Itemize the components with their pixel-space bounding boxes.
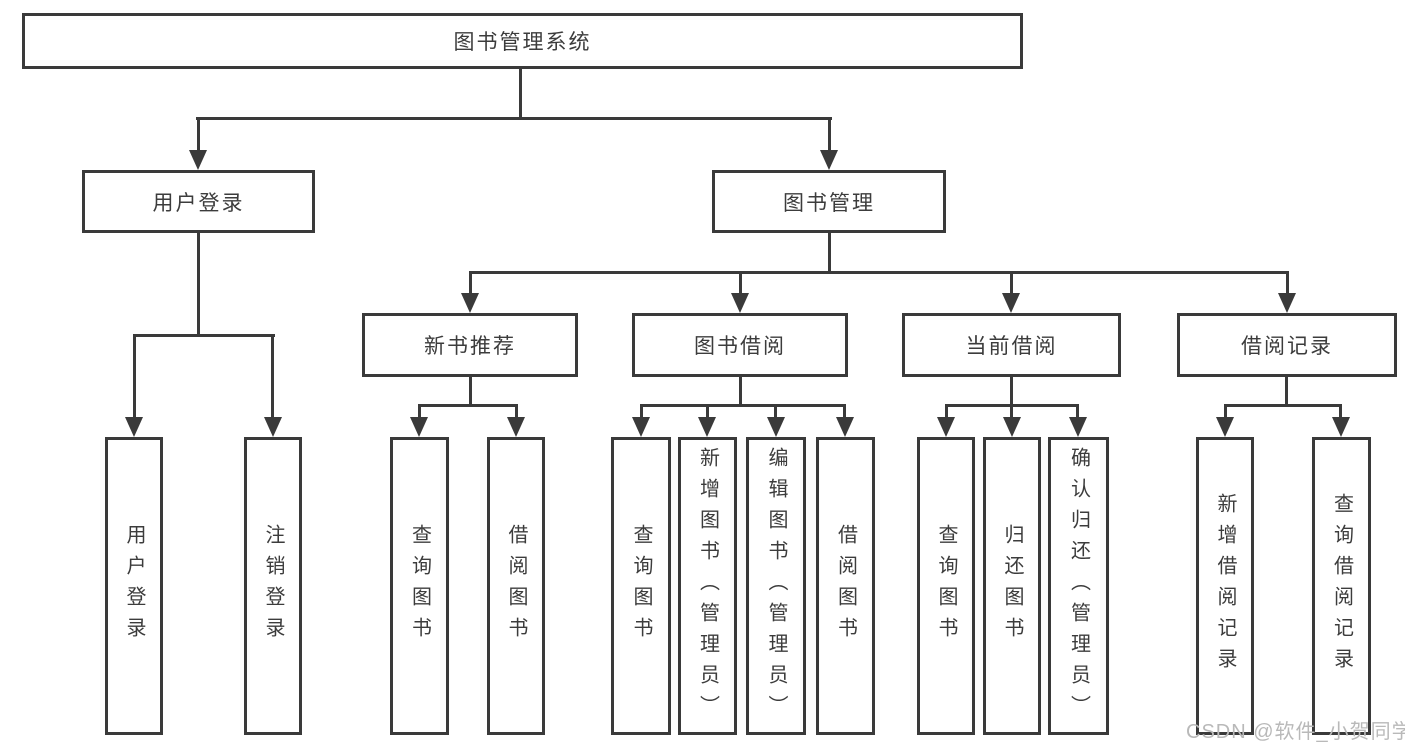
arrow-down-icon bbox=[410, 417, 428, 437]
connector-line bbox=[515, 404, 518, 420]
connector-line bbox=[196, 117, 832, 120]
arrow-down-icon bbox=[1278, 293, 1296, 313]
node-user-login: 用户登录 bbox=[82, 170, 315, 233]
node-book-borrowing: 图书借阅 bbox=[632, 313, 848, 377]
node-borrowing-records: 借阅记录 bbox=[1177, 313, 1397, 377]
connector-line bbox=[418, 404, 421, 420]
connector-line bbox=[640, 404, 846, 407]
connector-line bbox=[469, 271, 472, 296]
arrow-down-icon bbox=[1332, 417, 1350, 437]
connector-line bbox=[706, 404, 709, 420]
arrow-down-icon bbox=[731, 293, 749, 313]
connector-line bbox=[133, 334, 275, 337]
leaf-query-books-2: 查询图书 bbox=[611, 437, 671, 735]
leaf-confirm-return-admin: 确认归还（管理员） bbox=[1048, 437, 1109, 735]
leaf-borrow-books-1: 借阅图书 bbox=[487, 437, 545, 735]
watermark: CSDN @软件_小贺同学 bbox=[1186, 721, 1405, 743]
connector-line bbox=[469, 377, 472, 407]
connector-line bbox=[1286, 271, 1289, 296]
connector-line bbox=[1010, 271, 1013, 296]
connector-line bbox=[418, 404, 518, 407]
connector-line bbox=[640, 404, 643, 420]
arrow-down-icon bbox=[1003, 417, 1021, 437]
arrow-down-icon bbox=[189, 150, 207, 170]
leaf-return-books: 归还图书 bbox=[983, 437, 1041, 735]
leaf-query-books-3: 查询图书 bbox=[917, 437, 975, 735]
arrow-down-icon bbox=[1002, 293, 1020, 313]
leaf-edit-books-admin: 编辑图书（管理员） bbox=[746, 437, 806, 735]
connector-line bbox=[1224, 404, 1227, 420]
arrow-down-icon bbox=[507, 417, 525, 437]
connector-line bbox=[828, 233, 831, 273]
arrow-down-icon bbox=[767, 417, 785, 437]
connector-line bbox=[133, 334, 136, 419]
connector-line bbox=[843, 404, 846, 420]
connector-line bbox=[739, 377, 742, 407]
leaf-user-login: 用户登录 bbox=[105, 437, 163, 735]
leaf-query-borrow-record: 查询借阅记录 bbox=[1312, 437, 1371, 735]
node-new-book-recommendation: 新书推荐 bbox=[362, 313, 578, 377]
arrow-down-icon bbox=[125, 417, 143, 437]
connector-line bbox=[1076, 404, 1079, 420]
arrow-down-icon bbox=[632, 417, 650, 437]
arrow-down-icon bbox=[820, 150, 838, 170]
node-root: 图书管理系统 bbox=[22, 13, 1023, 69]
connector-line bbox=[1010, 404, 1013, 420]
leaf-logout: 注销登录 bbox=[244, 437, 302, 735]
leaf-add-borrow-record: 新增借阅记录 bbox=[1196, 437, 1254, 735]
connector-line bbox=[1285, 377, 1288, 407]
arrow-down-icon bbox=[264, 417, 282, 437]
connector-line bbox=[1010, 377, 1013, 407]
connector-line bbox=[945, 404, 948, 420]
connector-line bbox=[519, 69, 522, 118]
arrow-down-icon bbox=[698, 417, 716, 437]
connector-line bbox=[1339, 404, 1342, 420]
connector-line bbox=[197, 117, 200, 151]
arrow-down-icon bbox=[937, 417, 955, 437]
leaf-add-books-admin: 新增图书（管理员） bbox=[678, 437, 737, 735]
arrow-down-icon bbox=[1069, 417, 1087, 437]
connector-line bbox=[774, 404, 777, 420]
leaf-query-books-1: 查询图书 bbox=[390, 437, 449, 735]
connector-line bbox=[739, 271, 742, 296]
node-book-management: 图书管理 bbox=[712, 170, 946, 233]
arrow-down-icon bbox=[836, 417, 854, 437]
connector-line bbox=[469, 271, 1288, 274]
arrow-down-icon bbox=[1216, 417, 1234, 437]
connector-line bbox=[828, 117, 831, 151]
leaf-borrow-books-2: 借阅图书 bbox=[816, 437, 875, 735]
node-current-borrowing: 当前借阅 bbox=[902, 313, 1121, 377]
connector-line bbox=[271, 334, 274, 419]
connector-line bbox=[1224, 404, 1342, 407]
connector-line bbox=[197, 233, 200, 336]
arrow-down-icon bbox=[461, 293, 479, 313]
